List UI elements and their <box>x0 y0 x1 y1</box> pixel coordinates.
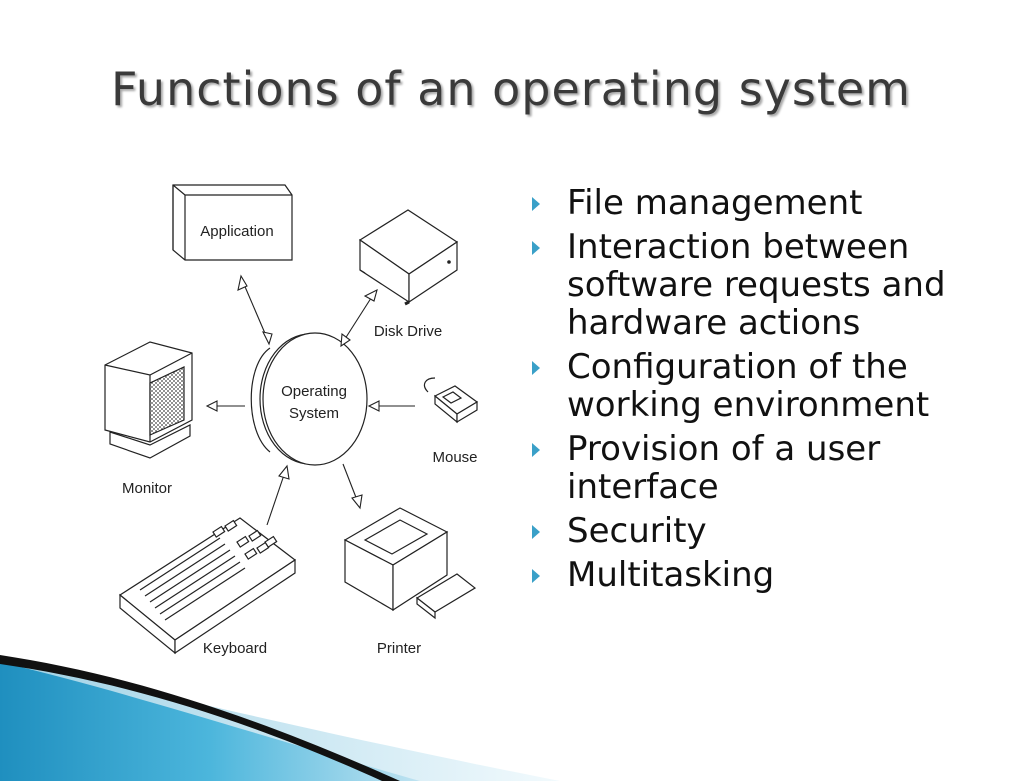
os-label-line2: System <box>289 405 339 422</box>
monitor-icon <box>104 341 193 459</box>
list-item-text: Configuration of the working environment <box>567 347 930 425</box>
slide-title: Functions of an operating system <box>110 62 911 116</box>
functions-list: File management Interaction between soft… <box>528 184 948 600</box>
operating-system-node <box>250 332 368 466</box>
list-item: Interaction between software requests an… <box>528 228 948 342</box>
list-item-text: Multitasking <box>567 555 775 595</box>
bullet-arrow-icon <box>532 361 540 375</box>
bullet-arrow-icon <box>532 197 540 211</box>
printer-icon <box>343 507 477 620</box>
os-label-line1: Operating <box>281 383 347 400</box>
bullet-arrow-icon <box>532 241 540 255</box>
bullet-arrow-icon <box>532 443 540 457</box>
mouse-icon <box>423 377 479 424</box>
list-item-text: Security <box>567 511 707 551</box>
diagram-arrows <box>205 274 415 526</box>
list-item: Configuration of the working environment <box>528 348 948 424</box>
list-item-text: Provision of a user interface <box>567 429 881 507</box>
list-item: File management <box>528 184 948 222</box>
keyboard-icon <box>118 517 297 655</box>
application-icon <box>172 184 293 261</box>
mouse-label: Mouse <box>432 449 477 466</box>
bullet-arrow-icon <box>532 525 540 539</box>
list-item-text: Interaction between software requests an… <box>567 227 946 343</box>
monitor-label: Monitor <box>122 480 172 497</box>
bullet-arrow-icon <box>532 569 540 583</box>
list-item: Multitasking <box>528 556 948 594</box>
list-item-text: File management <box>567 183 863 223</box>
printer-label: Printer <box>377 640 421 657</box>
os-diagram: Operating System Application Disk Drive … <box>104 184 479 657</box>
disk-drive-label: Disk Drive <box>374 323 442 340</box>
keyboard-label: Keyboard <box>203 640 267 657</box>
list-item: Security <box>528 512 948 550</box>
disk-drive-icon <box>358 209 459 306</box>
application-label: Application <box>200 223 273 240</box>
list-item: Provision of a user interface <box>528 430 948 506</box>
